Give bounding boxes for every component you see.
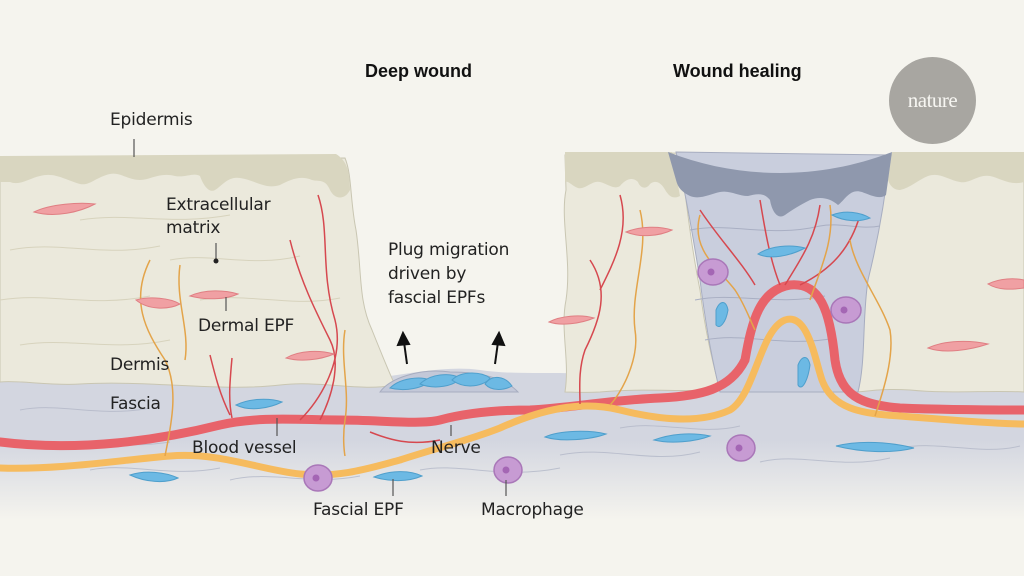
nature-logo: nature — [889, 57, 976, 144]
fascial-fibroblasts — [128, 211, 915, 483]
label-fascia: Fascia — [110, 394, 161, 414]
label-dermis: Dermis — [110, 355, 170, 375]
blood-vessel-main — [0, 280, 1024, 451]
macrophage-nuclei — [312, 268, 848, 482]
label-macrophage: Macrophage — [481, 500, 584, 520]
label-plug-migration-line1: Plug migration — [388, 240, 510, 260]
dermis-left — [0, 157, 396, 388]
epidermis-middle — [565, 152, 680, 198]
migration-arrows — [396, 330, 506, 365]
label-extracellular-matrix-line1: Extracellular — [166, 195, 271, 215]
label-extracellular-matrix-line2: matrix — [166, 218, 221, 238]
ecm-pointer-dot — [213, 258, 219, 264]
dermis-fibres-left — [0, 214, 341, 346]
epidermis-right — [888, 152, 1024, 190]
healing-tissue — [675, 151, 891, 393]
label-epidermis: Epidermis — [110, 110, 193, 130]
leader-lines — [133, 139, 507, 496]
nerve-branches — [139, 204, 892, 457]
capillaries — [209, 194, 861, 444]
scab — [668, 152, 892, 217]
title-wound-healing: Wound healing — [673, 61, 802, 81]
label-nerve: Nerve — [431, 438, 481, 458]
title-deep-wound: Deep wound — [365, 61, 472, 81]
label-plug-migration-line3: fascial EPFs — [388, 288, 486, 308]
label-plug-migration-line2: driven by — [388, 264, 467, 284]
label-dermal-epf: Dermal EPF — [198, 316, 295, 336]
label-fascial-epf: Fascial EPF — [313, 500, 404, 520]
epidermis-left — [0, 154, 350, 198]
nature-logo-text: nature — [907, 88, 958, 112]
dermis-middle — [563, 152, 721, 393]
nerve-main — [0, 315, 1024, 479]
label-blood-vessel: Blood vessel — [192, 438, 297, 458]
dermal-fibroblasts — [32, 202, 1024, 361]
